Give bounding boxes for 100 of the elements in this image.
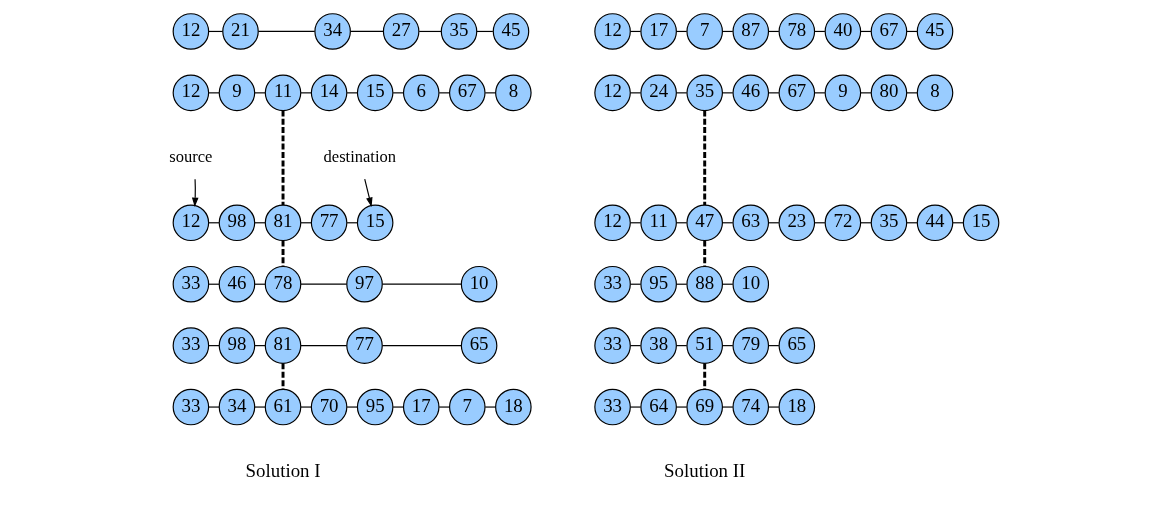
connector [702,363,706,389]
node-circle: 38 [639,326,677,364]
node-circle: 61 [264,388,301,425]
label: Solution II [663,459,745,480]
connector [675,91,687,93]
node-text: destination [323,146,396,166]
arrow [191,178,199,207]
node-circle: 74 [731,388,769,425]
connector [207,91,220,93]
node-circle: 35 [870,204,907,241]
connector [253,91,266,93]
connector [257,30,315,32]
node-circle: 14 [310,74,347,111]
node-circle: 80 [870,74,907,111]
node-circle: 95 [639,265,677,302]
node-circle: 98 [218,204,255,241]
node-circle: 33 [593,326,631,364]
node-circle: 77 [345,326,383,364]
node-circle: 79 [731,326,769,364]
node-circle: 45 [916,12,953,50]
connector [484,405,496,408]
connector [438,91,450,93]
node-circle: 7 [448,388,486,425]
node-circle: 95 [356,388,393,425]
node-circle: 34 [313,12,351,50]
node-circle: 10 [731,265,769,302]
node-circle: 17 [402,388,440,425]
node-circle: 33 [172,265,209,302]
label: Solution I [245,459,321,480]
connector [299,283,347,285]
connector [392,405,404,408]
node-circle: 67 [448,74,486,111]
connector [381,344,462,346]
node-circle: 12 [172,204,209,241]
node-circle: 15 [356,204,393,241]
node-circle: 67 [778,74,815,111]
node-circle: 21 [221,12,259,50]
node-circle: 51 [685,326,723,364]
node-circle: 8 [494,74,532,111]
node-text: source [168,146,212,166]
node-circle: 9 [824,74,861,111]
connector [299,344,347,346]
connector [346,405,358,408]
connector [253,405,266,408]
connector [392,91,404,93]
node-circle: 12 [593,74,631,111]
node-circle: 46 [218,265,255,302]
connector [299,91,312,93]
node-circle: 63 [731,204,769,241]
node-circle: 88 [685,265,723,302]
connector [905,91,918,93]
connector [629,405,641,408]
node-circle: 12 [593,204,631,241]
node-circle: 8 [916,74,953,111]
connector [346,91,358,93]
node-circle: 70 [310,388,347,425]
node-circle: 6 [402,74,440,111]
node-circle: 11 [639,204,677,241]
node-circle: 12 [172,12,209,50]
node-circle: 72 [824,204,861,241]
node-circle: 65 [460,326,497,364]
connector [767,91,779,93]
connector [813,91,825,93]
connector [702,110,706,205]
node-circle: 44 [916,204,953,241]
node-circle: 35 [685,74,723,111]
node-circle: 18 [778,388,815,425]
connector [675,405,687,408]
node-circle: 64 [639,388,677,425]
node-circle: 98 [218,326,255,364]
node-circle: 46 [731,74,769,111]
node-circle: 77 [310,204,347,241]
connector [859,91,872,93]
node-circle: 78 [778,12,815,50]
node-circle: 65 [778,326,815,364]
connector [484,91,496,93]
connector [281,240,284,266]
connector [381,283,462,285]
node-circle: 67 [870,12,907,50]
connector [721,91,733,93]
node-circle: 15 [356,74,393,111]
connector [629,91,641,93]
connector [349,30,384,32]
node-circle: 87 [731,12,769,50]
node-circle: 11 [264,74,301,111]
connector [281,363,284,389]
node-circle: 18 [494,388,532,425]
connector [721,405,733,408]
node-circle: 9 [218,74,255,111]
arrow [363,178,373,207]
node-circle: 17 [639,12,677,50]
node-circle: 15 [962,204,999,241]
node-circle: 10 [460,265,497,302]
node-circle: 12 [593,12,631,50]
node-circle: 33 [593,388,631,425]
node-circle: 34 [218,388,255,425]
node-circle: 69 [685,388,723,425]
node-circle: 12 [172,74,209,111]
node-circle: 33 [593,265,631,302]
connector [767,405,779,408]
